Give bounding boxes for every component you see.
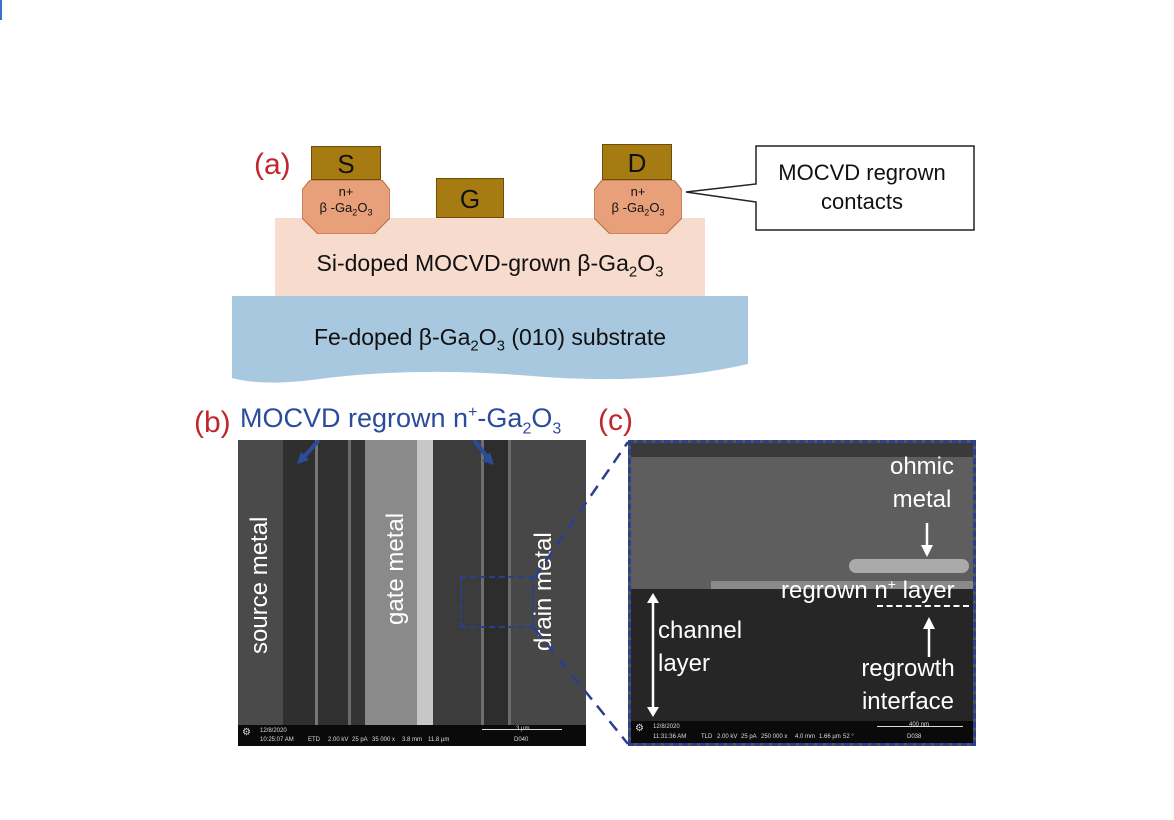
source-metal-label: source metal [246,516,273,654]
source-contact [302,180,390,234]
corner-mark [0,0,5,20]
source-metal-pad: S [311,146,381,180]
panel-b-title: MOCVD regrown n+-Ga2O3 [240,403,562,438]
panel-b-label: (b) [194,406,231,439]
gate-metal-pad: G [436,178,504,218]
callout-box [685,145,975,231]
sem-image-c: ⚙ 12/8/2020 11:31:36 AM TLD 2.00 kV 25 p… [628,440,976,746]
zoom-region-box [460,576,534,628]
channel-label: Si-doped MOCVD-grown β-Ga2O3 [316,250,664,281]
drain-metal-pad: D [602,144,672,180]
interface-arrow [923,617,935,657]
callout-text: MOCVD regrown contacts [778,160,946,214]
interface-dashline [877,605,969,607]
panel-a-label: (a) [254,148,291,181]
sem-b-infobar: ⚙ 12/8/2020 10:25:07 AM ETD 2.00 kV 25 p… [238,725,586,746]
drain-contact [594,180,682,234]
regrown-layer-label: regrown n+ layer [781,576,955,604]
drain-contact-label: n+ β -Ga2O3 [611,184,665,218]
ohmic-arrow [921,523,933,557]
substrate-layer [232,296,748,383]
source-contact-label: n+ β -Ga2O3 [319,184,373,218]
panel-c-label: (c) [598,404,633,437]
zoom-lines [532,441,630,745]
gate-metal-label: gate metal [382,512,409,625]
channel-arrow [647,593,659,717]
substrate-label: Fe-doped β-Ga2O3 (010) substrate [313,324,667,355]
sem-c-infobar: ⚙ 12/8/2020 11:31:36 AM TLD 2.00 kV 25 p… [631,721,973,743]
sem-image-b: ⚙ 12/8/2020 10:25:07 AM ETD 2.00 kV 25 p… [238,440,586,746]
